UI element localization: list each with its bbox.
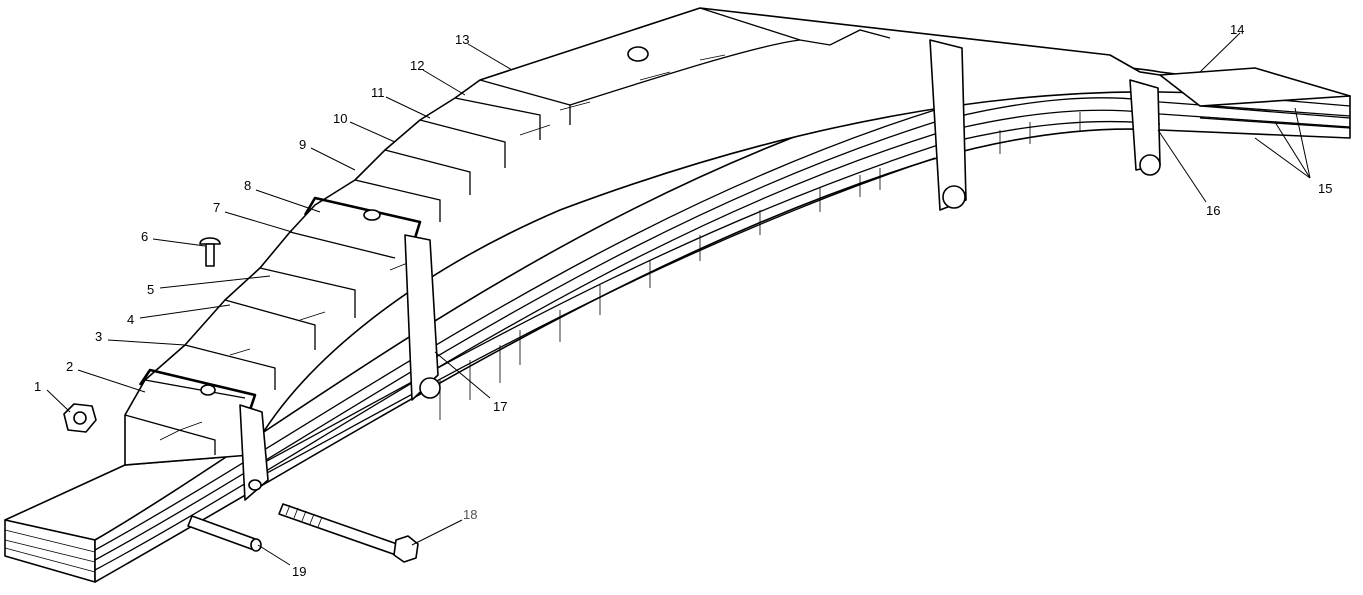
clamp-right (1129, 79, 1161, 176)
callout-label: 11 (371, 85, 385, 100)
callout-label: 9 (299, 137, 306, 152)
callout-label: 4 (127, 312, 134, 327)
clamp-middle-left (303, 196, 441, 401)
clamp-middle-right (929, 39, 967, 211)
callout-label: 12 (410, 58, 424, 73)
rivet-part-6 (199, 237, 221, 267)
leader-lines (46, 32, 1311, 566)
callout-label: 1 (34, 379, 41, 394)
callout-label: 6 (141, 229, 148, 244)
callout-label: 7 (213, 200, 220, 215)
bolt-part-18 (278, 503, 419, 563)
callout-label: 19 (292, 564, 306, 579)
callout-label: 15 (1318, 181, 1332, 196)
callout-labels: 1 2 3 4 5 6 7 8 9 10 11 12 13 14 15 16 1… (34, 22, 1332, 579)
leaf-spring-pack (4, 7, 1351, 583)
callout-label: 14 (1230, 22, 1244, 37)
callout-label: 13 (455, 32, 469, 47)
nut-part-1 (63, 403, 97, 433)
center-bolt-head (627, 46, 649, 62)
callout-label: 3 (95, 329, 102, 344)
callout-label: 10 (333, 111, 347, 126)
callout-label: 5 (147, 282, 154, 297)
callout-label: 17 (493, 399, 507, 414)
callout-label: 2 (66, 359, 73, 374)
pin-part-19 (187, 515, 262, 552)
callout-label: 18 (463, 507, 477, 522)
right-leaf-end (1159, 67, 1351, 107)
clamp-left (138, 368, 269, 501)
callout-label: 8 (244, 178, 251, 193)
callout-label: 16 (1206, 203, 1220, 218)
